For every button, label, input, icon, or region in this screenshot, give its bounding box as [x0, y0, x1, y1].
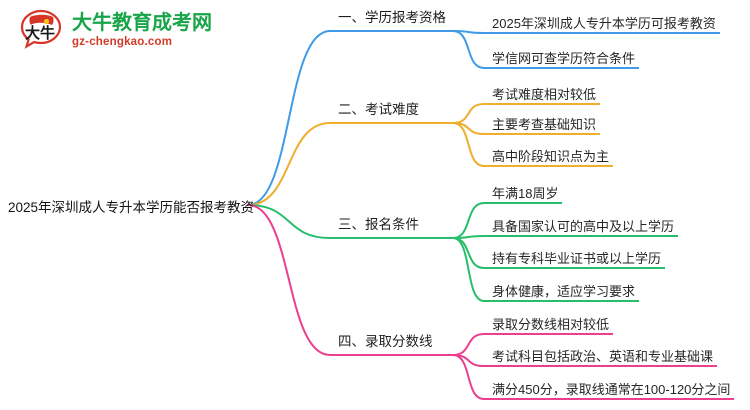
svg-text:大牛: 大牛: [25, 24, 55, 42]
mindmap-leaf-label[interactable]: 2025年深圳成人专升本学历可报考教资: [492, 16, 716, 31]
mindmap-leaf-curve: [452, 122, 485, 167]
mindmap-leaf-label[interactable]: 考试难度相对较低: [492, 87, 597, 102]
mindmap-trunk-curve: [247, 204, 331, 239]
logo-mark-icon: 大牛: [18, 8, 64, 54]
mindmap-leaf-label[interactable]: 满分450分，录取线通常在100-120分之间: [492, 382, 731, 397]
mindmap-trunk-curve: [247, 122, 331, 206]
mindmap-leaf-curve: [452, 354, 485, 400]
mindmap-leaf-label[interactable]: 考试科目包括政治、英语和专业基础课: [492, 349, 714, 364]
mindmap-branch-label-2[interactable]: 二、考试难度: [338, 102, 419, 117]
logo-text-block: 大牛教育成考网 gz-chengkao.com: [72, 13, 212, 49]
mindmap-branch-label-1[interactable]: 一、学历报考资格: [338, 10, 446, 25]
mindmap-leaf-curve: [452, 202, 485, 239]
mindmap-leaf-curve: [452, 237, 485, 302]
mindmap-leaf-label[interactable]: 录取分数线相对较低: [492, 317, 610, 332]
mindmap-leaf-label[interactable]: 高中阶段知识点为主: [492, 149, 610, 164]
mindmap-leaf-label[interactable]: 具备国家认可的高中及以上学历: [492, 219, 675, 234]
site-logo: 大牛 大牛教育成考网 gz-chengkao.com: [18, 8, 212, 54]
mindmap-branch-label-3[interactable]: 三、报名条件: [338, 217, 419, 232]
mindmap-leaf-label[interactable]: 主要考查基础知识: [492, 117, 597, 132]
mindmap-trunk-curve: [247, 30, 331, 206]
mindmap-leaf-label[interactable]: 身体健康，适应学习要求: [492, 284, 636, 299]
mindmap-leaf-curve: [452, 30, 485, 69]
mindmap-leaf-curve: [452, 237, 485, 269]
logo-brand-en: gz-chengkao.com: [72, 36, 173, 49]
mindmap-root-label[interactable]: 2025年深圳成人专升本学历能否报考教资: [8, 200, 255, 215]
mindmap-leaf-curve: [452, 103, 485, 124]
mindmap-leaf-label[interactable]: 持有专科毕业证书或以上学历: [492, 251, 662, 266]
logo-brand-cn: 大牛教育成考网: [72, 12, 212, 35]
mindmap-leaf-label[interactable]: 年满18周岁: [492, 186, 559, 201]
mindmap-trunk-curve: [247, 204, 331, 356]
mindmap-leaf-curve: [452, 333, 485, 356]
mindmap-branch-label-4[interactable]: 四、录取分数线: [338, 334, 433, 349]
mindmap-leaf-label[interactable]: 学信网可查学历符合条件: [492, 51, 636, 66]
